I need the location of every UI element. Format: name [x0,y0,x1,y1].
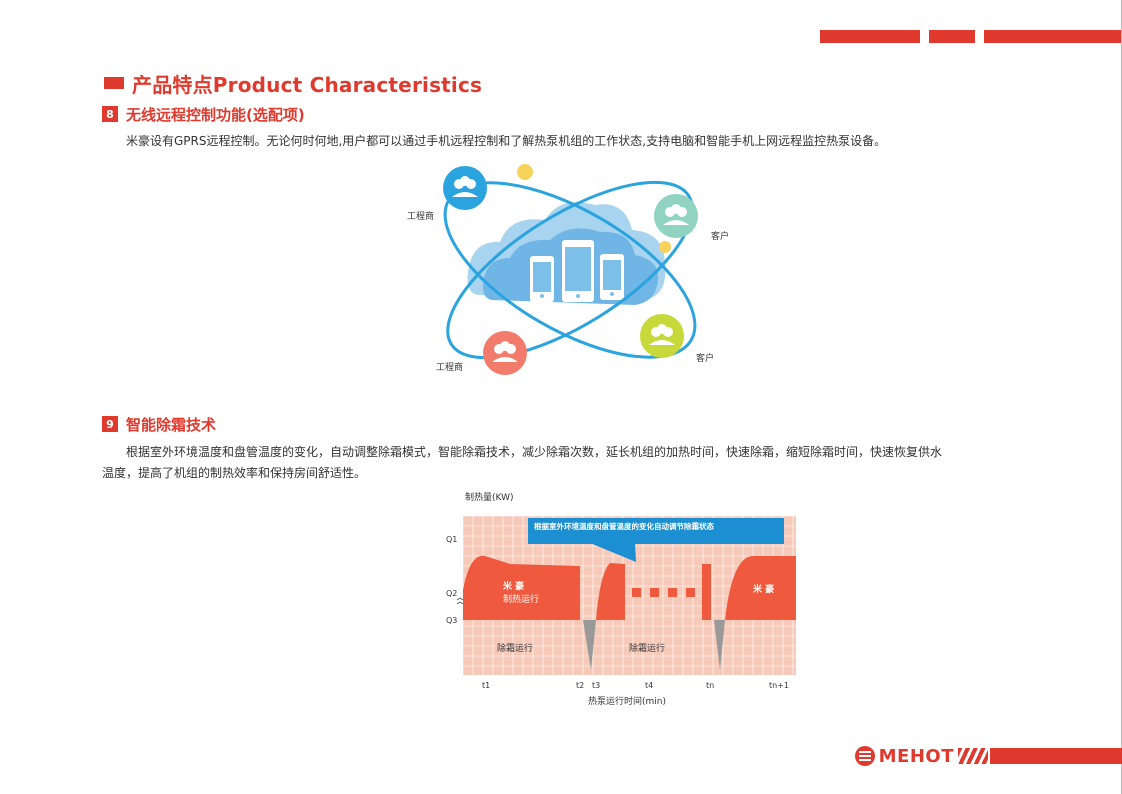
user-group-node-top-right [654,194,698,238]
heating-block [686,588,695,597]
y-break-icon [456,597,464,605]
x-tick-t1: t1 [482,681,490,690]
section-8-title: 无线远程控制功能(选配项) [126,105,305,124]
section-9-title: 智能除霜技术 [126,415,217,434]
header-accent-bar-3 [984,30,1122,43]
heating-block [650,588,659,597]
page-title: 产品特点Product Characteristics [104,70,483,97]
y-tick-q3: Q3 [446,616,457,625]
header-accent-bar-2 [929,30,975,43]
phone-left-icon [530,256,554,302]
section-9-heading: 9 智能除霜技术 [102,414,216,434]
orbit-ring-2 [446,180,694,360]
brand-tail-bar [990,748,1122,764]
footer-brand: MEHOT [854,744,1122,768]
user-group-node-bottom-left [483,331,527,375]
brand-stripes [958,748,988,764]
y-tick-q2: Q2 [446,589,457,598]
diagram-label-client-bottom: 客户 [696,354,715,364]
section-9-body-line-1: 根据室外环境温度和盘管温度的变化，自动调整除霜模式，智能除霜技术，减少除霜次数，… [126,445,943,459]
x-tick-tn: tn [706,681,714,690]
defrost-label-2: 除霜运行 [629,642,665,654]
heating-block [668,588,677,597]
heating-block [632,588,641,597]
title-square-icon [104,77,124,89]
diagram-label-contractor-bottom: 工程商 [436,363,464,373]
defrost-spike-1 [583,620,596,670]
orbit-dot-icon [517,164,533,180]
section-8-body: 米豪设有GPRS远程控制。无论何时何地,用户都可以通过手机远程控制和了解热泵机组… [126,134,887,148]
user-group-node-bottom-right [640,314,684,358]
header-accent-bar-1 [820,30,920,43]
x-tick-t4: t4 [645,681,653,690]
callout-text: 根据室外环境温度和盘管温度的变化自动调节除霜状态 [534,521,714,531]
x-tick-t3: t3 [592,681,600,690]
heating-area-1 [463,555,580,620]
defrost-label-1: 除霜运行 [497,642,533,654]
y-tick-q1: Q1 [446,535,457,544]
brand-label-2: 米 豪 [752,583,774,595]
heating-label: 制热运行 [503,593,539,605]
page-title-text: 产品特点Product Characteristics [132,72,483,97]
orbit-dot-icon [659,241,671,253]
section-8-number: 8 [102,106,118,122]
chart-y-axis-label: 制热量(KW) [465,491,514,503]
heating-area-2 [596,563,625,620]
defrost-spike-2 [714,620,725,670]
section-8-heading: 8 无线远程控制功能(选配项) [102,104,305,124]
brand-logo-icon [854,746,875,766]
diagram-label-contractor-top: 工程商 [407,212,435,222]
chart-x-axis-label: 热泵运行时间(min) [588,695,666,707]
section-9-body-line-2: 温度，提高了机组的制热效率和保持房间舒适性。 [102,466,367,480]
brand-name: MEHOT [878,745,954,767]
heating-block [702,564,711,620]
heating-area-3 [725,556,796,620]
defrost-callout: 根据室外环境温度和盘管温度的变化自动调节除霜状态 [528,518,784,562]
remote-control-diagram [443,164,698,375]
phone-right-icon [600,254,624,300]
section-9-number: 9 [102,416,118,432]
diagram-label-client-top: 客户 [711,232,730,242]
x-tick-t2: t2 [576,681,584,690]
defrost-chart: 制热量(KW) 根据室外环境温度和盘管温度的变化自动调节除霜状态 米 豪 制热运… [446,491,796,707]
brand-label-1: 米 豪 [502,580,524,592]
x-tick-tn1: tn+1 [769,681,789,690]
user-group-node-top-left [443,166,487,210]
tablet-icon [562,240,594,302]
